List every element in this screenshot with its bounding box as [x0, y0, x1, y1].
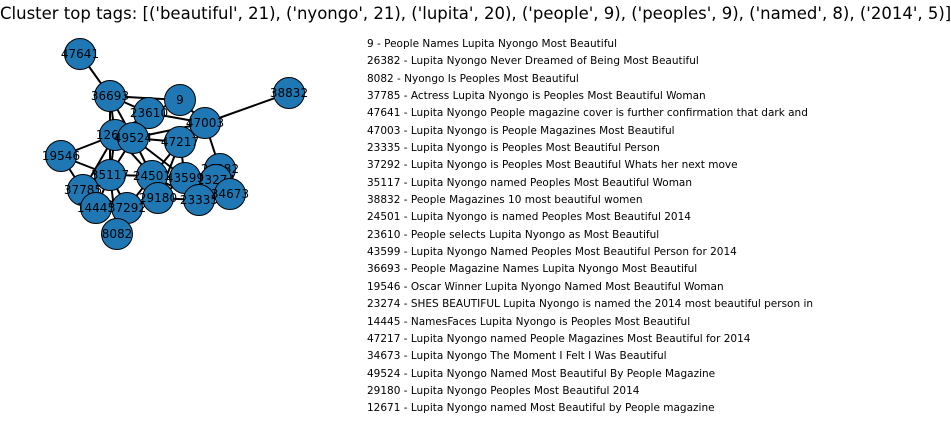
- node-label: 47003: [186, 116, 224, 130]
- node-label: 23610: [130, 106, 168, 120]
- node-35117: 35117: [91, 159, 129, 191]
- legend-entry: 47641 - Lupita Nyongo People magazine co…: [367, 107, 808, 120]
- legend-entry: 8082 - Nyongo Is Peoples Most Beautiful: [367, 72, 579, 85]
- node-label: 24501: [133, 169, 171, 183]
- node-label: 37292: [108, 201, 146, 215]
- legend-entry: 47003 - Lupita Nyongo is People Magazine…: [367, 124, 675, 137]
- node-29180: 29180: [139, 182, 177, 214]
- legend-entry: 37292 - Lupita Nyongo is Peoples Most Be…: [367, 159, 738, 172]
- node-circle: [164, 84, 196, 116]
- legend-entry: 49524 - Lupita Nyongo Named Most Beautif…: [367, 367, 716, 380]
- node-34673: 34673: [211, 178, 249, 210]
- legend-entry: 29180 - Lupita Nyongo Peoples Most Beaut…: [367, 384, 640, 397]
- legend-entry: 26382 - Lupita Nyongo Never Dreamed of B…: [367, 55, 699, 68]
- node-circle: [273, 77, 305, 109]
- node-47003: 47003: [186, 107, 224, 139]
- legend-entry: 12671 - Lupita Nyongo named Most Beautif…: [367, 402, 715, 415]
- legend-entry: 9 - People Names Lupita Nyongo Most Beau…: [367, 38, 617, 50]
- node-label: 38832: [270, 86, 308, 100]
- node-circle: [94, 80, 126, 112]
- legend-entry: 34673 - Lupita Nyongo The Moment I Felt …: [367, 350, 667, 363]
- node-8082: 8082: [101, 218, 133, 250]
- node-circle: [64, 38, 96, 70]
- node-9: 9: [164, 84, 196, 116]
- node-label: 49524: [114, 131, 152, 145]
- legend-entry: 37785 - Actress Lupita Nyongo is Peoples…: [367, 90, 706, 103]
- node-circle: [183, 184, 215, 216]
- node-circle: [133, 97, 165, 129]
- node-47217: 47217: [161, 126, 199, 158]
- node-label: 47217: [161, 135, 199, 149]
- node-label: 34673: [211, 187, 249, 201]
- legend-entry: 23274 - SHES BEAUTIFUL Lupita Nyongo is …: [367, 298, 814, 311]
- node-label: 14445: [77, 201, 115, 215]
- node-14445: 14445: [77, 192, 115, 224]
- legend-entry: 19546 - Oscar Winner Lupita Nyongo Named…: [367, 280, 724, 293]
- node-circle: [101, 218, 133, 250]
- node-19546: 19546: [42, 140, 80, 172]
- node-49524: 49524: [114, 122, 152, 154]
- legend-entry: 47217 - Lupita Nyongo named People Magaz…: [367, 332, 751, 345]
- node-37292: 37292: [108, 192, 146, 224]
- node-label: 43599: [166, 171, 204, 185]
- legend-entry: 38832 - People Magazines 10 most beautif…: [367, 194, 643, 207]
- node-circle: [94, 159, 126, 191]
- node-label: 19546: [42, 149, 80, 163]
- node-label: 47641: [61, 47, 99, 61]
- node-label: 29180: [139, 191, 177, 205]
- node-38832: 38832: [270, 77, 308, 109]
- legend-entry: 24501 - Lupita Nyongo is named Peoples M…: [367, 211, 691, 224]
- legend-entry: 35117 - Lupita Nyongo named Peoples Most…: [367, 176, 693, 189]
- node-label: 8082: [102, 227, 133, 241]
- node-legend: 9 - People Names Lupita Nyongo Most Beau…: [367, 38, 813, 420]
- legend-entry: 36693 - People Magazine Names Lupita Nyo…: [367, 263, 698, 276]
- node-23335: 23335: [180, 184, 218, 216]
- chart-title: Cluster top tags: [('beautiful', 21), ('…: [0, 4, 951, 23]
- legend-entry: 43599 - Lupita Nyongo Named Peoples Most…: [367, 246, 737, 259]
- legend-entry: 14445 - NamesFaces Lupita Nyongo is Peop…: [367, 315, 691, 328]
- node-circle: [117, 122, 149, 154]
- node-circle: [45, 140, 77, 172]
- node-label: 23335: [180, 193, 218, 207]
- node-label: 35117: [91, 168, 129, 182]
- node-47641: 47641: [61, 38, 99, 70]
- node-circle: [142, 182, 174, 214]
- node-circle: [214, 178, 246, 210]
- node-label: 9: [176, 93, 184, 107]
- node-36693: 36693: [91, 80, 129, 112]
- node-23610: 23610: [130, 97, 168, 129]
- legend-entry: 23335 - Lupita Nyongo is Peoples Most Be…: [367, 142, 660, 155]
- legend-entry: 23610 - People selects Lupita Nyongo as …: [367, 228, 660, 241]
- node-circle: [164, 126, 196, 158]
- node-circle: [189, 107, 221, 139]
- node-label: 36693: [91, 89, 129, 103]
